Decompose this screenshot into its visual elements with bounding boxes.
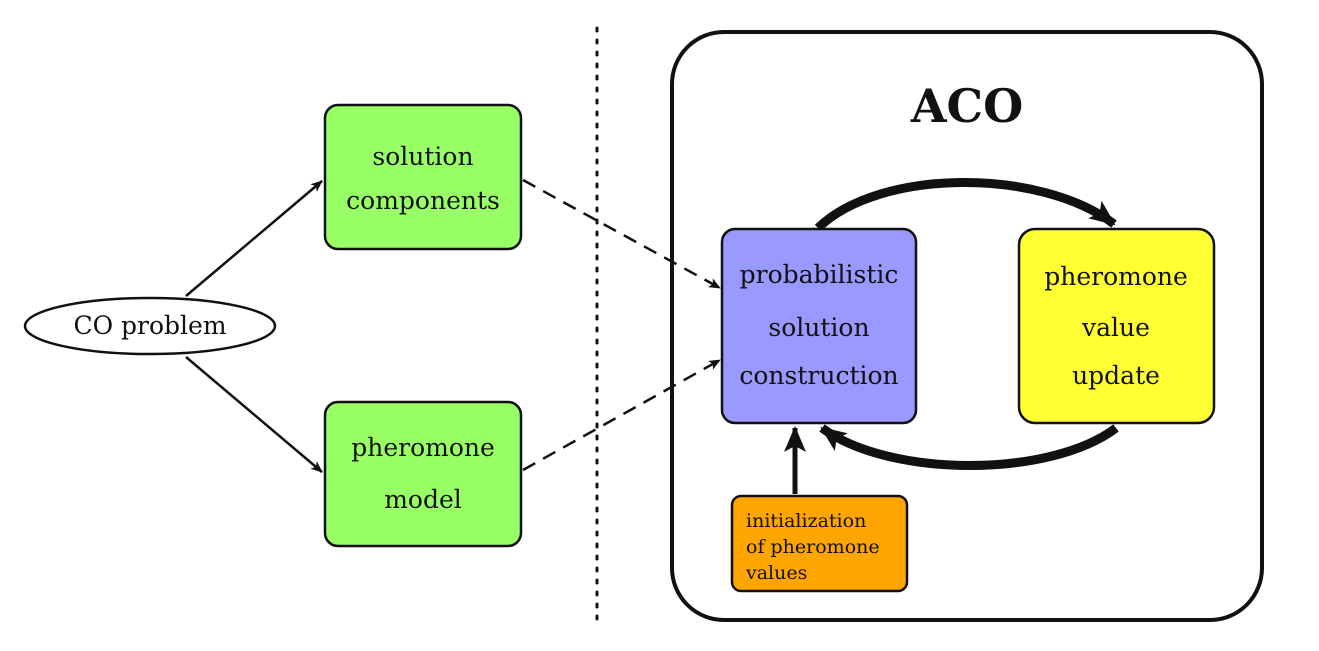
initialization-box — [730, 494, 909, 593]
node-pheromone-update: pheromone value update — [1017, 227, 1216, 425]
pheromone-update-line-1: pheromone — [1044, 262, 1188, 291]
dashed-arrow-components-to-construction — [522, 178, 721, 290]
initialization-line-2: of pheromone — [746, 536, 880, 558]
solution-components-box — [323, 103, 523, 251]
co-problem-label: CO problem — [73, 311, 226, 340]
probabilistic-construction-box — [720, 227, 918, 425]
node-probabilistic-construction: probabilistic solution construction — [720, 227, 918, 425]
pheromone-update-box — [1017, 227, 1216, 425]
aco-container — [670, 30, 1264, 622]
node-co-problem: CO problem — [23, 296, 277, 356]
node-solution-components: solution components — [323, 103, 523, 251]
pheromone-model-box — [323, 400, 523, 548]
probabilistic-construction-line-1: probabilistic — [740, 260, 899, 289]
solution-components-line-1: solution — [372, 142, 473, 171]
pheromone-update-line-3: update — [1072, 361, 1160, 390]
arrow-co-to-pheromone-model — [185, 356, 323, 473]
probabilistic-construction-line-2: solution — [768, 313, 869, 342]
pheromone-model-line-2: model — [384, 485, 462, 514]
pheromone-model-line-1: pheromone — [351, 433, 495, 462]
solution-components-line-2: components — [346, 186, 500, 215]
co-problem-ellipse — [23, 296, 277, 356]
aco-title: ACO — [910, 79, 1023, 133]
initialization-line-3: values — [745, 562, 807, 584]
pheromone-update-line-2: value — [1081, 313, 1150, 342]
dashed-arrow-model-to-construction — [522, 358, 721, 472]
probabilistic-construction-line-3: construction — [739, 361, 898, 390]
arrow-co-to-components — [185, 180, 323, 297]
cycle-arrow-construction-to-update — [814, 178, 1117, 232]
node-pheromone-model: pheromone model — [323, 400, 523, 548]
node-initialization: initialization of pheromone values — [730, 494, 909, 593]
initialization-line-1: initialization — [746, 510, 866, 532]
cycle-arrow-update-to-construction — [819, 424, 1119, 470]
